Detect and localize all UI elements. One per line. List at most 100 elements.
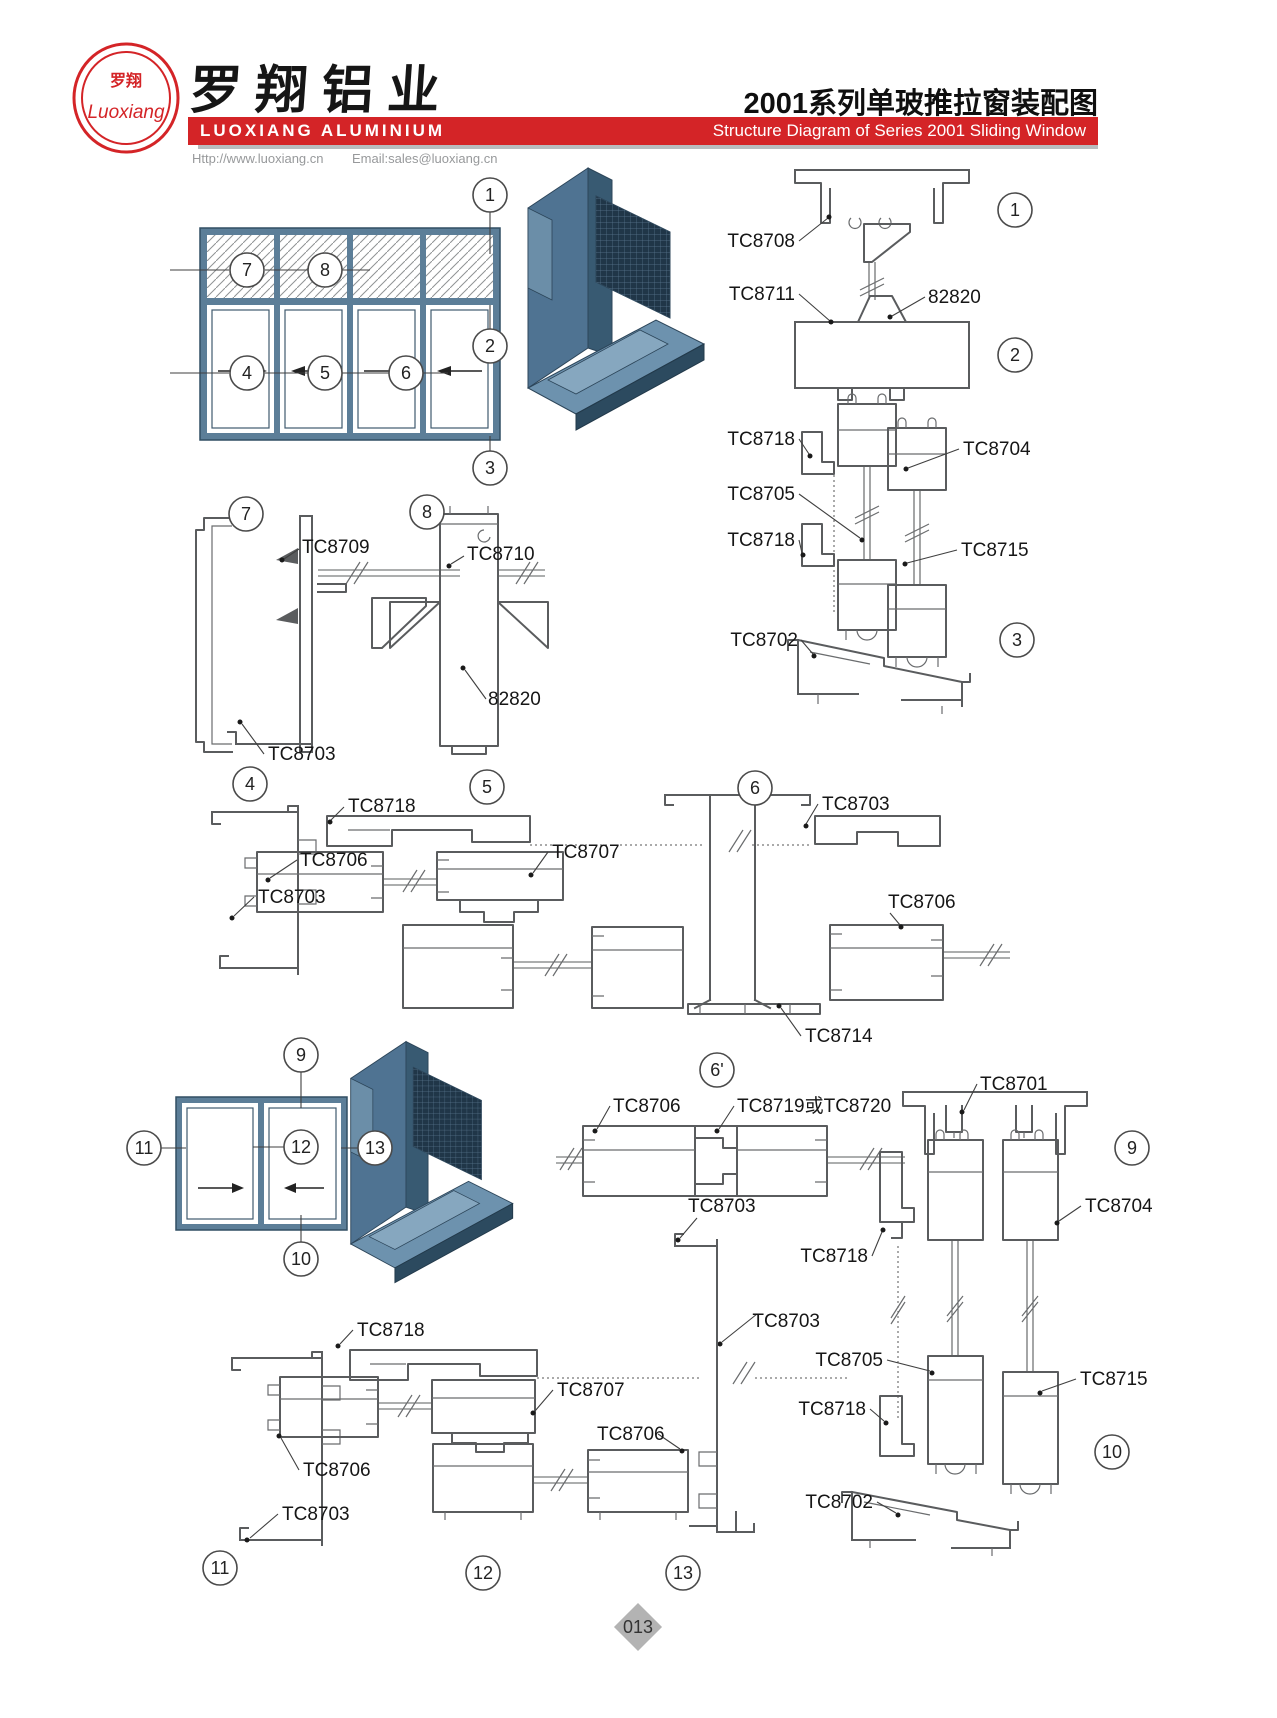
logo-inner-ring (81, 51, 171, 145)
label-tc8708: TC8708 (727, 231, 795, 252)
svg-text:11: 11 (211, 1558, 230, 1578)
svg-text:5: 5 (320, 363, 330, 383)
label-tc8715-v2: TC8715 (1080, 1369, 1148, 1390)
svg-text:8: 8 (320, 260, 330, 280)
label-tc8719-or-tc8720: TC8719或TC8720 (737, 1095, 891, 1117)
email-link[interactable]: Email:sales@luoxiang.cn (352, 151, 498, 166)
callout-7: 7 (229, 252, 265, 288)
svg-text:7: 7 (241, 504, 251, 524)
svg-text:9: 9 (1127, 1138, 1137, 1158)
svg-text:3: 3 (485, 458, 495, 478)
label-tc8702-v2: TC8702 (805, 1492, 873, 1513)
company-name-en: LUOXIANG ALUMINIUM (200, 121, 446, 140)
window-elevation-2panel: 9 11 12 13 10 (126, 1037, 393, 1277)
svg-text:6: 6 (401, 363, 411, 383)
bar-shadow (198, 145, 1098, 149)
website-link[interactable]: Http://www.luoxiang.cn (192, 151, 324, 166)
label-tc8706-s6p: TC8706 (613, 1096, 681, 1117)
label-tc8705-v1: TC8705 (727, 484, 795, 505)
callout-12-section: 12 (465, 1555, 501, 1591)
label-tc8706-s4: TC8706 (300, 850, 368, 871)
svg-text:10: 10 (291, 1249, 311, 1269)
label-tc8718-v1a: TC8718 (727, 429, 795, 450)
label-tc8715-v1: TC8715 (961, 540, 1029, 561)
svg-text:12: 12 (473, 1563, 493, 1583)
svg-text:2: 2 (1010, 345, 1020, 365)
svg-text:4: 4 (242, 363, 252, 383)
svg-text:6: 6 (750, 778, 760, 798)
label-tc8709: TC8709 (302, 537, 370, 558)
callout-10: 10 (283, 1241, 319, 1277)
label-tc8705-v2: TC8705 (815, 1350, 883, 1371)
svg-text:1: 1 (1010, 200, 1020, 220)
sec78-profile-art (195, 506, 549, 755)
logo-outer-ring (72, 42, 180, 154)
callout-5: 5 (307, 355, 343, 391)
callout-1: 1 (472, 177, 508, 213)
callout-4: 4 (229, 355, 265, 391)
svg-text:5: 5 (482, 777, 492, 797)
label-tc8706-s6: TC8706 (888, 892, 956, 913)
callout-6-section: 6 (737, 770, 773, 806)
window-elevation-4panel: 1 7 8 2 4 5 6 3 (170, 177, 508, 486)
logo-cn-text: 罗翔 (110, 71, 142, 90)
sec1113-profile-art (231, 1233, 850, 1546)
label-tc8704-v2: TC8704 (1085, 1196, 1153, 1217)
label-tc8703-s11: TC8703 (282, 1504, 350, 1525)
svg-text:13: 13 (673, 1563, 693, 1583)
svg-text:7: 7 (242, 260, 252, 280)
vert1-profile-art (787, 169, 971, 714)
callout-5-section: 5 (469, 769, 505, 805)
svg-text:10: 10 (1102, 1442, 1122, 1462)
label-tc8710: TC8710 (467, 544, 535, 565)
svg-text:3: 3 (1012, 630, 1022, 650)
slide-direction-arrows-2 (198, 1183, 324, 1193)
callout-3-section: 3 (999, 622, 1035, 658)
callout-8-section: 8 (409, 494, 445, 530)
section-6-prime: TC8706 TC8719或TC8720 6' (556, 1052, 905, 1197)
label-tc8718-s11: TC8718 (357, 1320, 425, 1341)
label-tc8702-v1: TC8702 (730, 630, 798, 651)
sec456-profile-art (211, 794, 1010, 1015)
callout-11: 11 (126, 1130, 162, 1166)
callout-6-prime: 6' (699, 1052, 735, 1088)
svg-text:13: 13 (365, 1138, 385, 1158)
label-tc8703-s13-top: TC8703 (688, 1196, 756, 1217)
callout-7-section: 7 (228, 496, 264, 532)
callout-2: 2 (472, 328, 508, 364)
label-tc8706-s13: TC8706 (597, 1424, 665, 1445)
label-82820-s78: 82820 (488, 689, 541, 710)
section-11-12-13: TC8718 TC8703 TC8706 TC8703 TC8707 TC870… (202, 1196, 850, 1591)
label-tc8703-s4: TC8703 (258, 887, 326, 908)
label-tc8707-s5: TC8707 (552, 842, 620, 863)
callout-6: 6 (388, 355, 424, 391)
label-tc8703-v2: TC8703 (752, 1311, 820, 1332)
callout-1-section: 1 (997, 192, 1033, 228)
label-tc8703-s7: TC8703 (268, 744, 336, 765)
page-title-en: Structure Diagram of Series 2001 Sliding… (712, 121, 1086, 140)
callout-11-section: 11 (202, 1550, 238, 1586)
callout-13: 13 (357, 1130, 393, 1166)
label-tc8714: TC8714 (805, 1026, 873, 1047)
callout-3: 3 (472, 450, 508, 486)
callout-9: 9 (283, 1037, 319, 1073)
sliding-panes (207, 305, 493, 433)
label-tc8703-s6: TC8703 (822, 794, 890, 815)
callout-8: 8 (307, 252, 343, 288)
svg-text:4: 4 (245, 774, 255, 794)
header-red-bar: LUOXIANG ALUMINIUM Structure Diagram of … (188, 117, 1098, 145)
svg-text:12: 12 (291, 1137, 311, 1157)
callout-12: 12 (283, 1129, 319, 1165)
svg-text:11: 11 (135, 1138, 154, 1158)
section-4-5-6: TC8718 TC8706 TC8703 TC8707 TC8703 TC870… (211, 766, 1010, 1047)
vert2-profile-art (841, 1091, 1088, 1556)
svg-text:9: 9 (296, 1045, 306, 1065)
isometric-render-1 (527, 167, 705, 431)
svg-text:2: 2 (485, 336, 495, 356)
page-number-diamond: 013 (613, 1602, 663, 1652)
callout-9-section: 9 (1114, 1130, 1150, 1166)
label-82820-v1: 82820 (928, 287, 981, 308)
label-tc8701: TC8701 (980, 1074, 1048, 1095)
callout-2-section: 2 (997, 337, 1033, 373)
